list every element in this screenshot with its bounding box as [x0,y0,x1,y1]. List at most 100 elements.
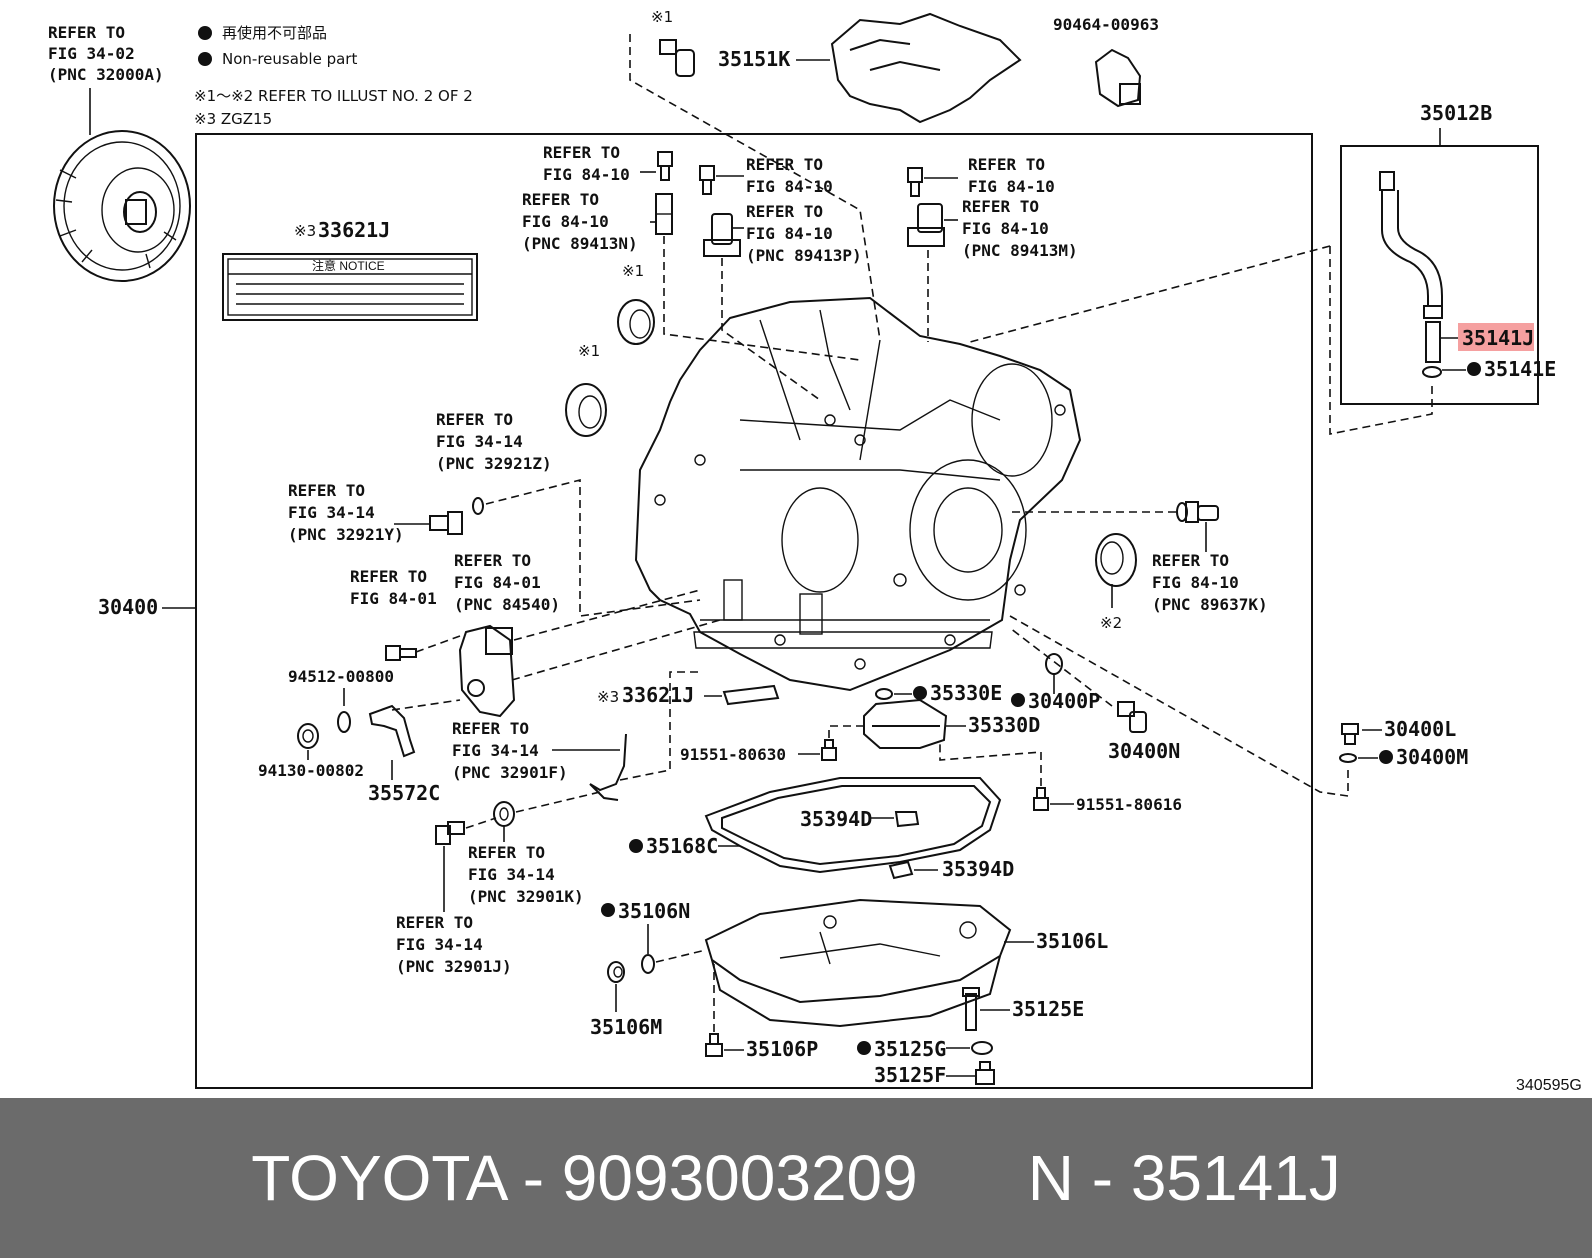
clamp-icon [1094,48,1142,108]
ref-32901K-2: FIG 34-14 [468,865,555,884]
part-35330E: 35330E [930,681,1002,705]
part-35394D-a: 35394D [800,807,872,831]
part-35151K: 35151K [718,47,790,71]
bolt-icon [1033,787,1049,811]
plug-icon [1117,701,1147,733]
dashed-guide [513,589,701,641]
legend-note-1: ※1～※2 REFER TO ILLUST NO. 2 OF 2 [194,87,473,105]
ref-89413P-b-2: FIG 84-10 [746,224,833,243]
dashed-guide [391,699,461,711]
non-reusable-dot-icon [1379,750,1393,764]
o-ring-icon [875,688,893,700]
o-ring-icon [472,497,484,515]
neutral-start-switch-icon [458,624,516,718]
part-33621J-mid: 33621J [622,683,694,707]
o-ring-icon [1422,366,1442,378]
oil-seal-icon [617,299,655,345]
legend-dot-icon [198,26,212,40]
oil-hose-icon [1379,171,1443,363]
part-35012B: 35012B [1420,101,1492,125]
ref-32901K-3: (PNC 32901K) [468,887,584,906]
part-91551-80630: 91551-80630 [680,745,786,764]
ref-32921Y-2: FIG 34-14 [288,503,375,522]
part-30400P: 30400P [1028,689,1100,713]
ref-32921Z-1: REFER TO [436,410,513,429]
ref-32901J-3: (PNC 32901J) [396,957,512,976]
ref-89637K-1: REFER TO [1152,551,1229,570]
mark-1-bolt: ※1 [651,8,673,26]
highlight-box [1458,323,1534,351]
dashed-guide [619,671,700,781]
footer-part-number: TOYOTA - 9093003209 [251,1142,918,1214]
legend-dot-icon [198,52,212,66]
mark-3-top: ※3 [294,222,316,240]
oil-strainer-icon [863,698,948,749]
washer-icon [337,711,351,733]
part-35125E: 35125E [1012,997,1084,1021]
torque-converter-icon [53,130,191,282]
ref-89413P-b-3: (PNC 89413P) [746,246,862,265]
ref-32901J-1: REFER TO [396,913,473,932]
dashed-guide [721,258,821,401]
ref-32901K-1: REFER TO [468,843,545,862]
oil-seal-icon [565,383,607,437]
dashed-guide [828,725,864,738]
dashed-guide [969,245,1331,343]
transaxle-housing-icon [634,296,1082,692]
dashed-guide [1009,627,1113,707]
legend-note-2: ※3 ZGZ15 [194,110,272,128]
mark-1-seal-a: ※1 [622,262,644,280]
dashed-guide [939,744,1042,786]
part-90464-00963: 90464-00963 [1053,15,1159,34]
part-91551-80616: 91551-80616 [1076,795,1182,814]
legend-jp: 再使用不可部品 [222,24,327,42]
torque-converter-ref-1: REFER TO [48,23,125,42]
ref-89637K-2: FIG 84-10 [1152,573,1239,592]
assembly-frame [195,133,1313,1089]
ref-32921Z-3: (PNC 32921Z) [436,454,552,473]
dashed-guide [511,619,721,681]
ref-84540-1: REFER TO [454,551,531,570]
ref-89413M-b-1: REFER TO [962,197,1039,216]
oil-temp-sensor-icon [1176,501,1219,523]
ref-89413P-a-2: FIG 84-10 [746,177,833,196]
mark-3-mid: ※3 [597,688,619,706]
part-35141E: 35141E [1484,357,1556,381]
non-reusable-dot-icon [913,686,927,700]
torque-converter-ref-2: FIG 34-02 [48,44,135,63]
union-bolt-icon [435,821,465,845]
non-reusable-dot-icon [1467,362,1481,376]
ref-32921Y-3: (PNC 32921Y) [288,525,404,544]
gasket-icon [493,801,515,827]
part-35125F: 35125F [874,1063,946,1087]
non-reusable-dot-icon [601,903,615,917]
ref-32901F-1: REFER TO [452,719,529,738]
part-35106P: 35106P [746,1037,818,1061]
part-94130-00802: 94130-00802 [258,761,364,780]
notice-label-icon [222,253,478,321]
legend-en: Non-reusable part [222,50,357,68]
ref-32921Z-2: FIG 34-14 [436,432,523,451]
part-35394D-b: 35394D [942,857,1014,881]
part-30400N: 30400N [1108,739,1180,763]
dashed-guide [1329,246,1433,435]
oil-seal-icon [1095,533,1137,587]
ref-32901F-3: (PNC 32901F) [452,763,568,782]
part-35168C: 35168C [646,834,718,858]
ref-89413N-a-1: REFER TO [543,143,620,162]
pipe-icon [589,733,627,801]
manual-lever-icon [368,704,416,758]
ref-8401-2: FIG 84-01 [350,589,437,608]
dashed-guide [663,236,861,361]
ref-84540-3: (PNC 84540) [454,595,560,614]
ref-89413N-b-3: (PNC 89413N) [522,234,638,253]
plug-icon [429,511,463,535]
torque-converter-ref-3: (PNC 32000A) [48,65,164,84]
ref-89413N-b-2: FIG 84-10 [522,212,609,231]
magnet-icon [894,811,920,828]
ref-89413P-a-1: REFER TO [746,155,823,174]
ref-89637K-3: (PNC 89637K) [1152,595,1268,614]
part-30400L: 30400L [1384,717,1456,741]
speed-sensor-icon [907,167,945,247]
part-30400M: 30400M [1396,745,1468,769]
